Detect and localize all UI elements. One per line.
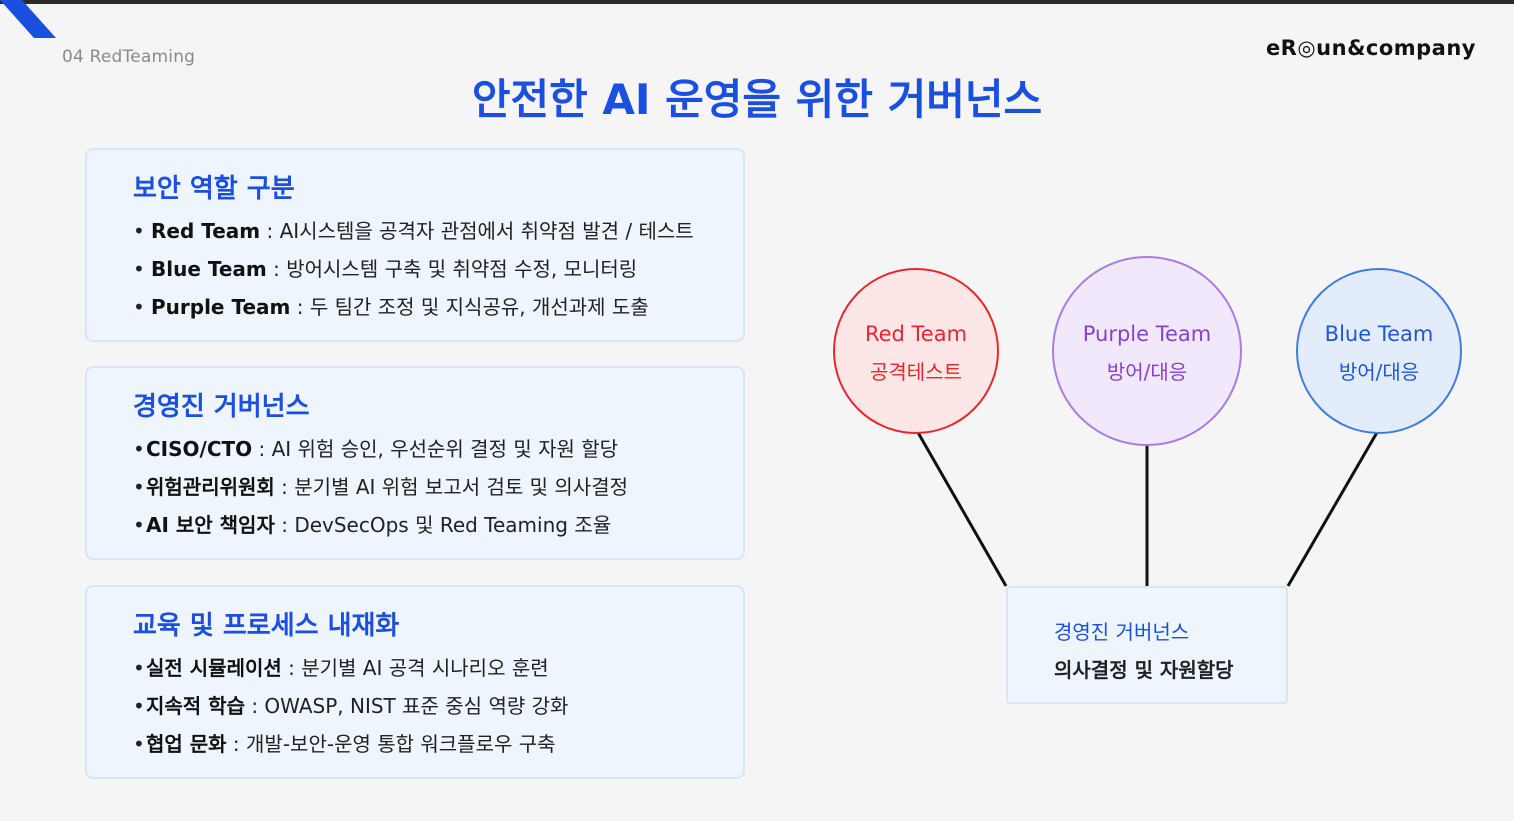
item-desc: : DevSecOps 및 Red Teaming 조율: [274, 513, 612, 537]
role-list: •Red Team : AI시스템을 공격자 관점에서 취약점 발견 / 테스트…: [133, 212, 694, 326]
item-desc: : AI시스템을 공격자 관점에서 취약점 발견 / 테스트: [260, 219, 694, 243]
card-education-process: 교육 및 프로세스 내재화 •실전 시뮬레이션 : 분기별 AI 공격 시나리오…: [85, 585, 745, 779]
item-desc: : 두 팀간 조정 및 지식공유, 개선과제 도출: [290, 295, 649, 319]
blue-team-label: Blue Team: [1325, 322, 1434, 346]
connector-red: [914, 428, 1008, 587]
red-team-label: Red Team: [865, 322, 967, 346]
governance-list: •CISO/CTO : AI 위험 승인, 우선순위 결정 및 자원 할당 •위…: [133, 430, 628, 544]
list-item: •위험관리위원회 : 분기별 AI 위험 보고서 검토 및 의사결정: [133, 475, 628, 499]
blue-team-node: [1296, 268, 1462, 434]
item-term: 협업 문화: [146, 732, 227, 756]
item-term: 실전 시뮬레이션: [146, 656, 282, 680]
purple-team-label: Purple Team: [1083, 322, 1212, 346]
item-desc: : 분기별 AI 공격 시나리오 훈련: [281, 656, 549, 680]
item-term: 위험관리위원회: [146, 475, 275, 499]
red-team-sub: 공격테스트: [870, 360, 962, 384]
card-title: 교육 및 프로세스 내재화: [133, 611, 400, 641]
company-logo: eR◎un&company: [1265, 36, 1476, 60]
item-desc: : 개발-보안-운영 통합 워크플로우 구축: [226, 732, 556, 756]
item-term: Purple Team: [151, 295, 291, 319]
purple-team-sub: 방어/대응: [1107, 360, 1187, 384]
card-security-roles: 보안 역할 구분 •Red Team : AI시스템을 공격자 관점에서 취약점…: [85, 148, 745, 342]
list-item: •Red Team : AI시스템을 공격자 관점에서 취약점 발견 / 테스트: [133, 219, 694, 243]
blue-team-sub: 방어/대응: [1339, 360, 1419, 384]
purple-team-node: [1052, 256, 1242, 446]
governance-subtitle: 의사결정 및 자원할당: [1054, 658, 1234, 682]
page-title: 안전한 AI 운영을 위한 거버넌스: [471, 75, 1043, 124]
list-item: •지속적 학습 : OWASP, NIST 표준 중심 역량 강화: [133, 694, 569, 718]
connector-blue: [1286, 428, 1381, 587]
item-term: CISO/CTO: [146, 437, 253, 461]
card-title: 보안 역할 구분: [133, 174, 295, 204]
item-desc: : 분기별 AI 위험 보고서 검토 및 의사결정: [274, 475, 628, 499]
item-term: 지속적 학습: [146, 694, 245, 718]
section-label: 04 RedTeaming: [62, 47, 196, 67]
item-desc: : OWASP, NIST 표준 중심 역량 강화: [244, 694, 569, 718]
governance-title: 경영진 거버넌스: [1054, 620, 1190, 644]
item-term: Blue Team: [151, 257, 267, 281]
top-border: [0, 0, 1514, 4]
card-title: 경영진 거버넌스: [133, 392, 310, 422]
list-item: •Blue Team : 방어시스템 구축 및 취약점 수정, 모니터링: [133, 257, 638, 281]
item-term: AI 보안 책임자: [146, 513, 275, 537]
item-desc: : 방어시스템 구축 및 취약점 수정, 모니터링: [266, 257, 638, 281]
card-executive-governance: 경영진 거버넌스 •CISO/CTO : AI 위험 승인, 우선순위 결정 및…: [85, 366, 745, 560]
item-desc: : AI 위험 승인, 우선순위 결정 및 자원 할당: [252, 437, 619, 461]
list-item: •실전 시뮬레이션 : 분기별 AI 공격 시나리오 훈련: [133, 656, 549, 680]
governance-box: 경영진 거버넌스 의사결정 및 자원할당: [1006, 586, 1288, 704]
list-item: •CISO/CTO : AI 위험 승인, 우선순위 결정 및 자원 할당: [133, 437, 619, 461]
list-item: •Purple Team : 두 팀간 조정 및 지식공유, 개선과제 도출: [133, 295, 649, 319]
list-item: •AI 보안 책임자 : DevSecOps 및 Red Teaming 조율: [133, 513, 612, 537]
item-term: Red Team: [151, 219, 261, 243]
red-team-node: [833, 268, 999, 434]
list-item: •협업 문화 : 개발-보안-운영 통합 워크플로우 구축: [133, 732, 556, 756]
process-list: •실전 시뮬레이션 : 분기별 AI 공격 시나리오 훈련 •지속적 학습 : …: [133, 649, 568, 763]
corner-accent-shape: [0, 0, 56, 38]
